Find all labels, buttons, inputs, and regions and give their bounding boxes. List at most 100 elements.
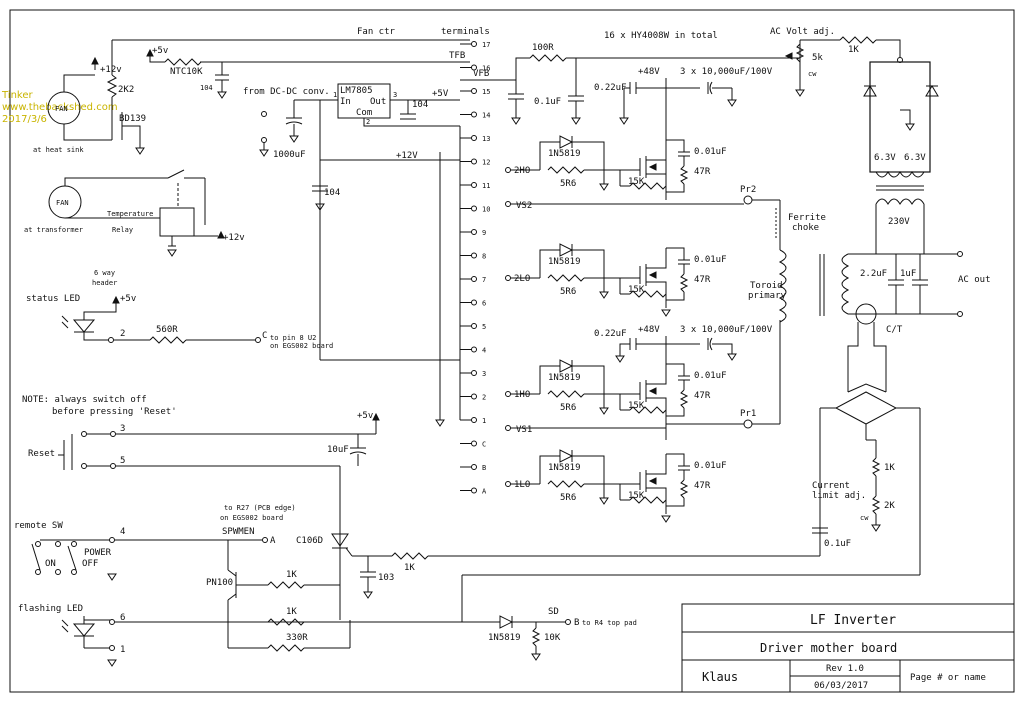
pin2-label: 2 bbox=[120, 329, 125, 339]
v63a-label: 6.3V bbox=[874, 153, 896, 163]
pin-b-flash-label: B bbox=[574, 618, 579, 628]
note-line1: NOTE: always switch off bbox=[22, 395, 147, 405]
on-label: ON bbox=[45, 559, 56, 569]
power-label: POWER bbox=[84, 548, 112, 558]
to-r4-label: to R4 top pad bbox=[582, 619, 637, 627]
watermark-line2: www.thebackshed.com bbox=[2, 102, 118, 113]
reg-n1-label: 1 bbox=[333, 91, 337, 99]
pulldown-label: 15K bbox=[628, 285, 645, 295]
terminal-number: 3 bbox=[482, 370, 486, 378]
snubber-res-label: 47R bbox=[694, 481, 711, 491]
r1k-pn100-label: 1K bbox=[286, 570, 297, 580]
terminal-pad bbox=[471, 370, 477, 376]
v48-bottom-label: +48V bbox=[638, 325, 660, 335]
c022-top-label: 0.22uF bbox=[594, 83, 627, 93]
flashing-led-label: flashing LED bbox=[18, 604, 83, 614]
fan-ctr-label: Fan ctr bbox=[357, 27, 396, 37]
terminal-pad bbox=[471, 346, 477, 353]
v48-top-label: +48V bbox=[638, 67, 660, 77]
remote-pin4-label: 4 bbox=[120, 527, 125, 537]
pulldown-label: 15K bbox=[628, 401, 645, 411]
gate-diode-label: 1N5819 bbox=[548, 373, 581, 383]
scr-label: C106D bbox=[296, 536, 323, 546]
pn100-label: PN100 bbox=[206, 578, 233, 588]
flashing-led-section: flashing LED 6 1 1K 330R 1N5819 SD B to … bbox=[18, 574, 920, 667]
reset-pin3-label: 3 bbox=[120, 424, 125, 434]
terminal-number: A bbox=[482, 488, 487, 496]
flashing-led-icon bbox=[72, 623, 96, 637]
header-label2: header bbox=[92, 279, 117, 287]
date-text: 06/03/2017 bbox=[814, 681, 868, 691]
status-led-section: 6 way header status LED +5v 2 560R C to … bbox=[26, 269, 333, 350]
stage-input-label: 1HO bbox=[514, 390, 530, 400]
terminal-number: 5 bbox=[482, 323, 486, 331]
current-transformer bbox=[855, 303, 877, 325]
terminal-pad bbox=[471, 393, 477, 400]
plus5v-status-label: +5v bbox=[120, 294, 136, 304]
c1000-label: 1000uF bbox=[273, 150, 306, 160]
stage-input-label: 2LO bbox=[514, 274, 530, 284]
v12-fan-label: +12v bbox=[100, 65, 122, 75]
terminal-pad bbox=[471, 111, 477, 118]
r1k-ct-label: 1K bbox=[884, 463, 895, 473]
terminal-pad bbox=[471, 487, 477, 494]
bridge-rectifier bbox=[834, 391, 898, 425]
pr2-label: Pr2 bbox=[740, 185, 756, 195]
terminals-label: terminals bbox=[441, 27, 490, 37]
vs1-label: VS1 bbox=[516, 425, 532, 435]
r1k-scr-label: 1K bbox=[404, 563, 415, 573]
gate-diode-label: 1N5819 bbox=[548, 149, 581, 159]
c01-top-label: 0.1uF bbox=[534, 97, 561, 107]
reg-n2-label: 2 bbox=[366, 118, 370, 126]
caps-top-label: 3 x 10,000uF/100V bbox=[680, 67, 773, 77]
watermark-line3: 2017/3/6 bbox=[2, 114, 47, 125]
bd139-label: BD139 bbox=[119, 114, 146, 124]
ntc10k-label: NTC10K bbox=[170, 67, 203, 77]
reg-com-label: Com bbox=[356, 108, 372, 118]
off-label: OFF bbox=[82, 559, 98, 569]
snubber-cap-label: 0.01uF bbox=[694, 255, 727, 265]
terminal-pad bbox=[471, 299, 477, 306]
vs2-label: VS2 bbox=[516, 201, 532, 211]
gate-diode bbox=[559, 243, 574, 257]
terminal-number: 16 bbox=[482, 65, 490, 73]
power-stage-top: 16 x HY4008W in total 100R 0.1uF +48V 3 … bbox=[508, 31, 800, 200]
terminal-pad bbox=[471, 158, 477, 165]
output-section: AC Volt adj. 5k cw 1K 6.3V 6.3V 230V AC … bbox=[770, 27, 991, 575]
snubber-cap-label: 0.01uF bbox=[694, 147, 727, 157]
status-to-pin-label: to pin 8 U2 bbox=[270, 334, 316, 342]
plus5v-reset-label: +5v bbox=[357, 411, 373, 421]
remote-section: remote SW POWER ON OFF 4 to R27 (PCB edg… bbox=[14, 504, 820, 622]
status-on-egs-label: on EGS002 board bbox=[270, 342, 333, 350]
hy-note-label: 16 x HY4008W in total bbox=[604, 31, 718, 41]
drawing-frame bbox=[9, 9, 1015, 693]
remote-sw-label: remote SW bbox=[14, 521, 63, 531]
header-label1: 6 way bbox=[94, 269, 115, 277]
r10k-label: 10K bbox=[544, 633, 561, 643]
title-text: LF Inverter bbox=[810, 613, 896, 628]
snubber-res-label: 47R bbox=[694, 275, 711, 285]
r560-label: 560R bbox=[156, 325, 178, 335]
c022-bottom-label: 0.22uF bbox=[594, 329, 627, 339]
gate-resistor-label: 5R6 bbox=[560, 493, 576, 503]
flash-diode bbox=[499, 615, 514, 629]
fan-control-section: Fan ctr terminals +12v 2K2 FAN BD139 at … bbox=[33, 27, 490, 155]
r330-label: 330R bbox=[286, 633, 308, 643]
fan-heatsink-label: FAN bbox=[55, 105, 68, 113]
gate-diode bbox=[559, 135, 574, 149]
c103-label: 103 bbox=[378, 573, 394, 583]
to-r27-label: to R27 (PCB edge) bbox=[224, 504, 296, 512]
terminal-number: 6 bbox=[482, 300, 486, 308]
pr1-label: Pr1 bbox=[740, 409, 756, 419]
watermark-line1: Tinker bbox=[1, 90, 34, 101]
temperature-label: Temperature bbox=[107, 210, 153, 218]
terminal-number: C bbox=[482, 441, 486, 449]
terminal-pad bbox=[471, 323, 477, 329]
terminal-pad bbox=[471, 41, 477, 47]
terminal-pad bbox=[471, 64, 477, 71]
terminal-number: 13 bbox=[482, 135, 490, 143]
caps-bottom-label: 3 x 10,000uF/100V bbox=[680, 325, 773, 335]
reg-in-label: In bbox=[340, 97, 351, 107]
